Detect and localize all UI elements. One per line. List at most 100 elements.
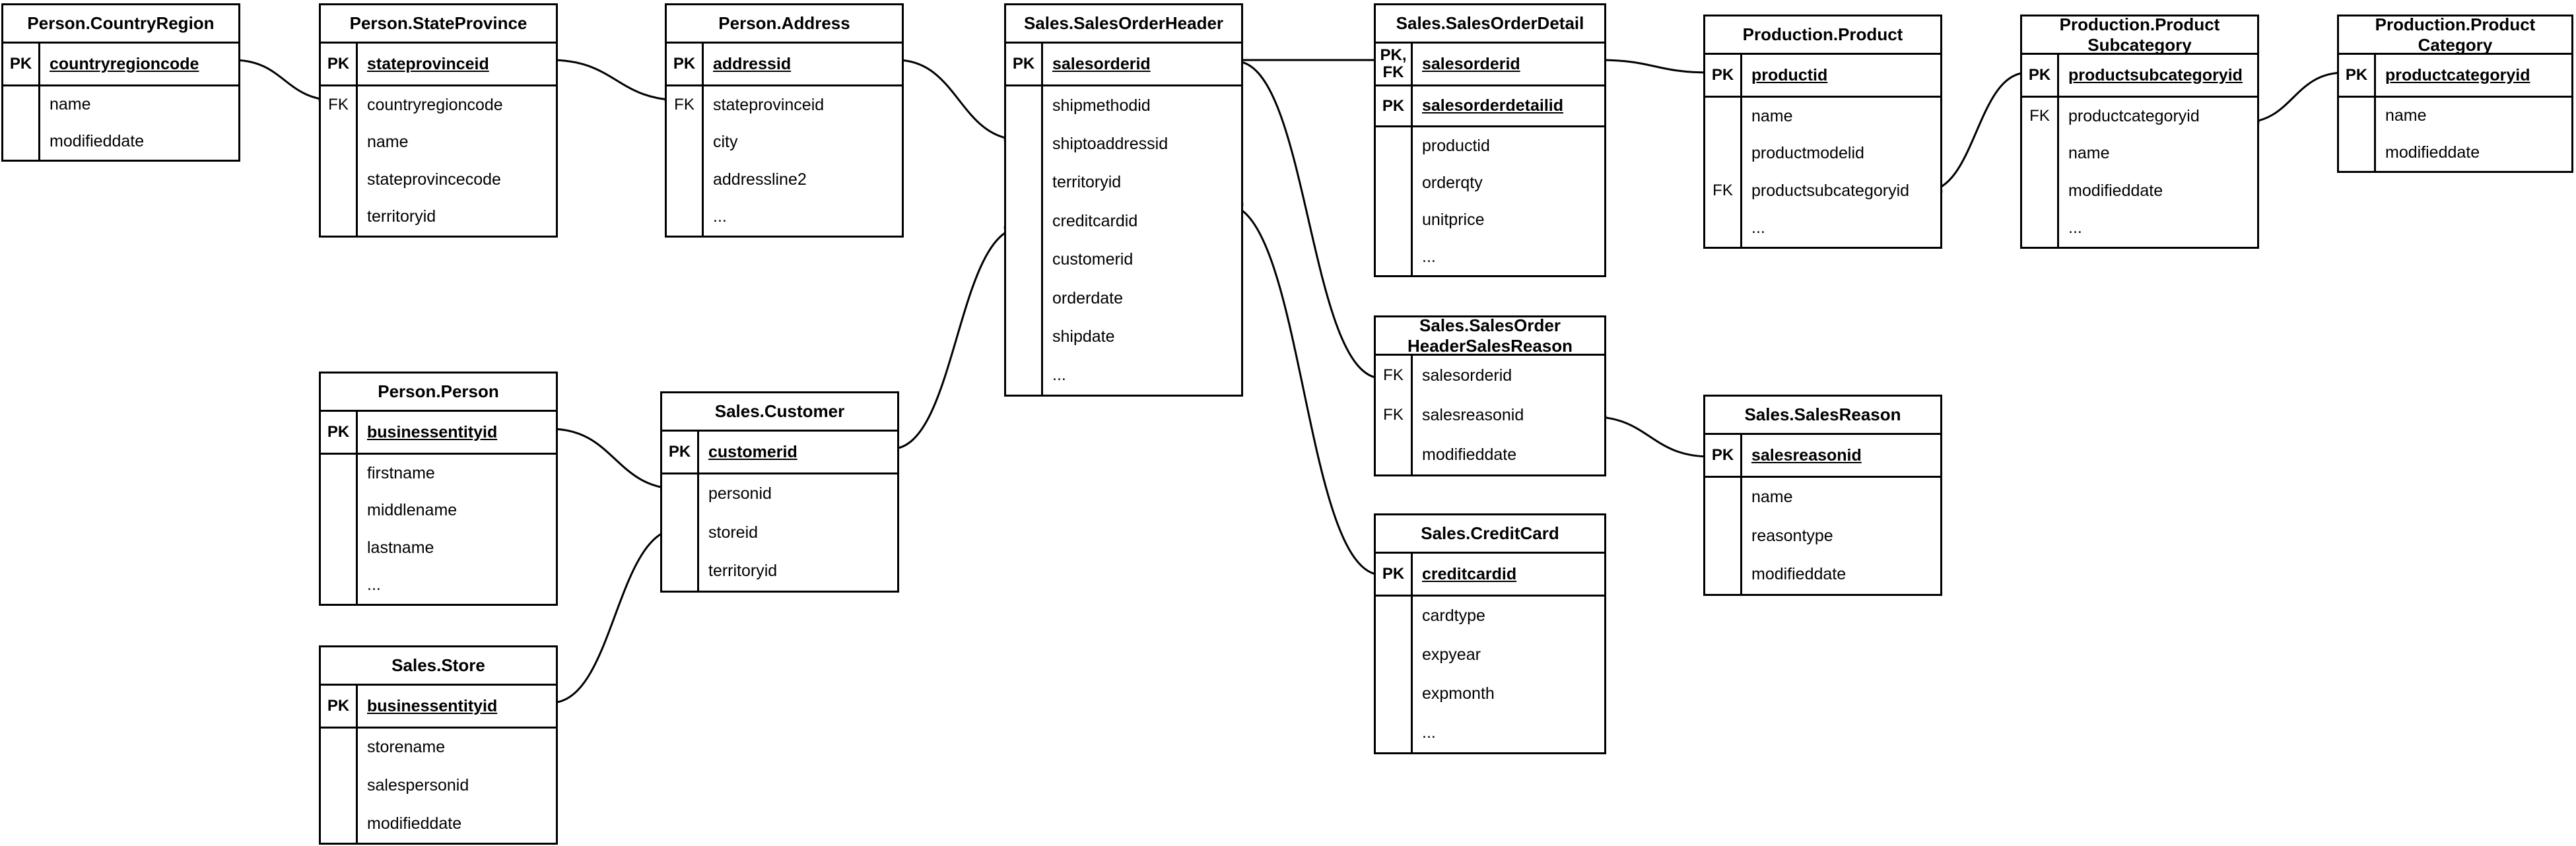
- column-name: modifieddate: [367, 814, 462, 833]
- attribute-row[interactable]: name: [2339, 98, 2571, 135]
- attribute-row[interactable]: ...: [1705, 209, 1940, 247]
- column-name: modifieddate: [2385, 143, 2480, 162]
- attribute-row[interactable]: stateprovincecode: [321, 161, 556, 199]
- attribute-row[interactable]: customerid: [1006, 240, 1241, 279]
- attribute-row[interactable]: productid: [1376, 127, 1604, 164]
- attribute-row[interactable]: ...: [1376, 238, 1604, 275]
- key-badge: FK: [667, 86, 704, 124]
- column-name: salespersonid: [367, 776, 469, 795]
- attribute-row[interactable]: cardtype: [1376, 597, 1604, 635]
- attribute-row[interactable]: shipdate: [1006, 317, 1241, 356]
- attribute-row[interactable]: ...: [1006, 356, 1241, 395]
- attribute-row[interactable]: ...: [1376, 713, 1604, 752]
- column-name: businessentityid: [367, 422, 498, 441]
- attribute-row[interactable]: firstname: [321, 455, 556, 492]
- attribute-row[interactable]: name: [3, 86, 238, 123]
- attribute-row[interactable]: shipmethodid: [1006, 86, 1241, 125]
- attribute-row[interactable]: expyear: [1376, 635, 1604, 674]
- attribute-row[interactable]: modifieddate: [3, 123, 238, 160]
- attribute-row[interactable]: modifieddate: [2339, 134, 2571, 171]
- attribute-row[interactable]: territoryid: [1006, 163, 1241, 203]
- column-name: firstname: [367, 463, 435, 482]
- attribute-row[interactable]: reasontype: [1705, 516, 1940, 556]
- column-name: productmodelid: [1751, 144, 1864, 163]
- attribute-row[interactable]: territoryid: [321, 198, 556, 236]
- attribute-row[interactable]: lastname: [321, 529, 556, 567]
- attribute-row[interactable]: name: [1705, 478, 1940, 517]
- attribute-row[interactable]: modifieddate: [1705, 555, 1940, 595]
- attribute-row[interactable]: name: [321, 123, 556, 161]
- attribute-row[interactable]: expmonth: [1376, 674, 1604, 713]
- attribute-row[interactable]: salespersonid: [321, 766, 556, 805]
- attribute-row[interactable]: productmodelid: [1705, 135, 1940, 172]
- key-badge: [1006, 240, 1043, 279]
- attribute-row[interactable]: storeid: [662, 513, 897, 552]
- attribute-row[interactable]: modifieddate: [1376, 435, 1604, 474]
- attribute-row[interactable]: storename: [321, 729, 556, 767]
- key-badge: [1006, 163, 1043, 203]
- attribute-row[interactable]: territoryid: [662, 552, 897, 591]
- entity-title: Person.CountryRegion: [3, 5, 238, 44]
- key-badge: PK: [667, 44, 704, 84]
- column-name: productid: [1751, 65, 1828, 84]
- column-name: name: [2385, 106, 2427, 125]
- attribute-row[interactable]: middlename: [321, 492, 556, 529]
- attribute-row[interactable]: shiptoaddressid: [1006, 125, 1241, 164]
- attribute-row[interactable]: ...: [321, 566, 556, 604]
- column-name: modifieddate: [1422, 445, 1517, 464]
- attribute-row[interactable]: ...: [667, 198, 902, 236]
- attribute-row[interactable]: personid: [662, 474, 897, 513]
- attribute-row[interactable]: ...: [2022, 209, 2257, 247]
- attribute-row[interactable]: orderqty: [1376, 164, 1604, 201]
- attribute-row[interactable]: name: [1705, 98, 1940, 135]
- attribute-row[interactable]: orderdate: [1006, 278, 1241, 318]
- key-badge: PK: [3, 44, 40, 84]
- attribute-row[interactable]: city: [667, 123, 902, 161]
- attribute-row[interactable]: addressline2: [667, 161, 902, 199]
- attribute-row[interactable]: name: [2022, 135, 2257, 172]
- column-name: name: [1751, 106, 1793, 125]
- attribute-row[interactable]: modifieddate: [321, 804, 556, 843]
- attribute-row[interactable]: modifieddate: [2022, 172, 2257, 210]
- attribute-row[interactable]: creditcardid: [1006, 202, 1241, 241]
- key-badge: [321, 492, 358, 529]
- attribute-row[interactable]: unitprice: [1376, 201, 1604, 238]
- key-badge: [321, 529, 358, 567]
